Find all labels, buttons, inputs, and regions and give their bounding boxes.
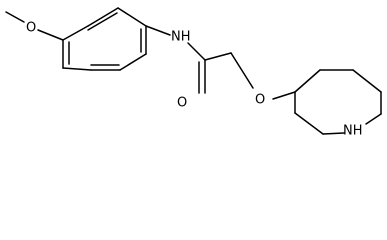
carbonyl-oxygen-label: O xyxy=(177,96,187,111)
piperidine-ring xyxy=(294,69,382,135)
carbonyl-ch2-bond xyxy=(204,52,232,61)
benzene-ring xyxy=(62,7,147,71)
piperidine-nh-label: NH xyxy=(343,124,363,139)
ether-oxygen-label: O xyxy=(255,93,265,108)
ch2-ether-o-bond xyxy=(230,52,254,89)
methoxy-o-ring-bond xyxy=(37,29,64,41)
nh-carbonyl-bond xyxy=(187,42,206,61)
amide-nh-label: NH xyxy=(171,30,191,45)
methyl-bond xyxy=(5,11,25,23)
ring-nh-bond xyxy=(145,25,171,36)
methoxy-oxygen-label: O xyxy=(26,21,36,36)
chemical-structure: O NH O O NH xyxy=(5,7,382,139)
ether-o-piperidine-bond xyxy=(272,91,296,100)
